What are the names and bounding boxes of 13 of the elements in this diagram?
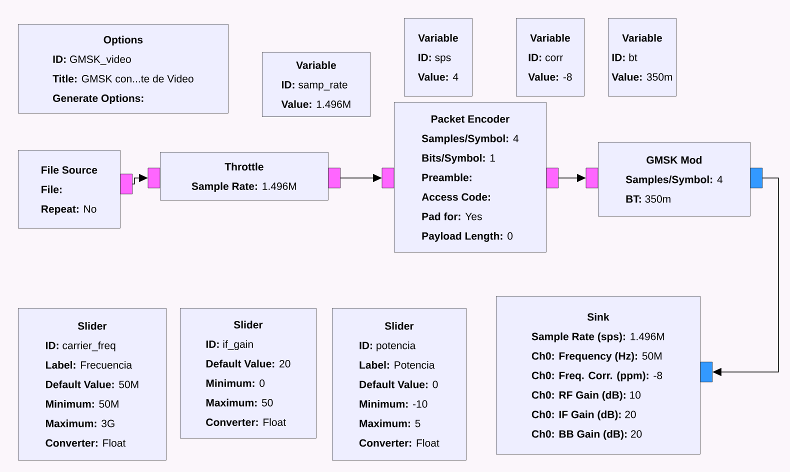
block-box: Variable ID: samp_rate Value: 1.496M	[262, 52, 370, 117]
block-box: Sink Sample Rate (sps): 1.496M Ch0: Frequency (Hz): 50M Ch0: Freq. Corr. (ppm): -8 Ch0: RF Gain (dB): 10 Ch0: IF Gain (dB): 20 Ch0: BB Gain (dB): 20	[496, 296, 700, 454]
block-box: Variable ID: bt Value: 350m	[608, 18, 676, 96]
block-box: Slider ID: potencia Label: Potencia Default Value: 0 Minimum: -10 Maximum: 5 Converter: Float	[332, 308, 466, 460]
block-box: File Source File: Repeat: No	[18, 150, 120, 228]
block-box: Variable ID: corr Value: -8	[516, 18, 584, 96]
block-box: Slider ID: carrier_freq Label: Frecuencia Default Value: 50M Minimum: 50M Maximum: 3G Converter: Float	[18, 308, 166, 460]
block-box: Throttle Sample Rate: 1.496M	[160, 152, 328, 200]
block-box: GMSK Mod Samples/Symbol: 4 BT: 350m	[598, 142, 750, 216]
block-box: Packet Encoder Samples/Symbol: 4 Bits/Symbol: 1 Preamble: Access Code: Pad for: Yes Payload Length: 0	[394, 102, 546, 252]
block-box: Variable ID: sps Value: 4	[404, 18, 472, 96]
block-box: Slider ID: if_gain Default Value: 20 Minimum: 0 Maximum: 50 Converter: Float	[180, 308, 316, 438]
block-box: Options ID: GMSK_video Title: GMSK con...te de Video Generate Options:	[18, 24, 228, 114]
